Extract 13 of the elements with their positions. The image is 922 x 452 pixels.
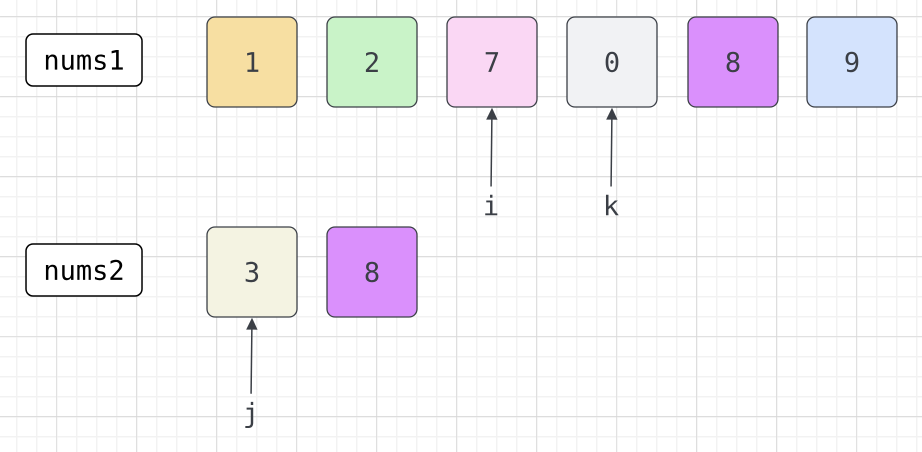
array-cell: 9 [806,16,898,108]
array-cell: 3 [206,226,298,318]
array-cell: 2 [326,16,418,108]
array-cell: 8 [326,226,418,318]
array-name-label: nums2 [25,243,143,297]
pointer-label: j [245,402,254,428]
array-cell: 7 [446,16,538,108]
array-cell: 1 [206,16,298,108]
array-name-label: nums1 [25,33,143,87]
array-cell: 0 [566,16,658,108]
array-cell: 8 [687,16,779,108]
pointer-label: k [606,194,619,216]
pointer-label: i [485,194,498,216]
